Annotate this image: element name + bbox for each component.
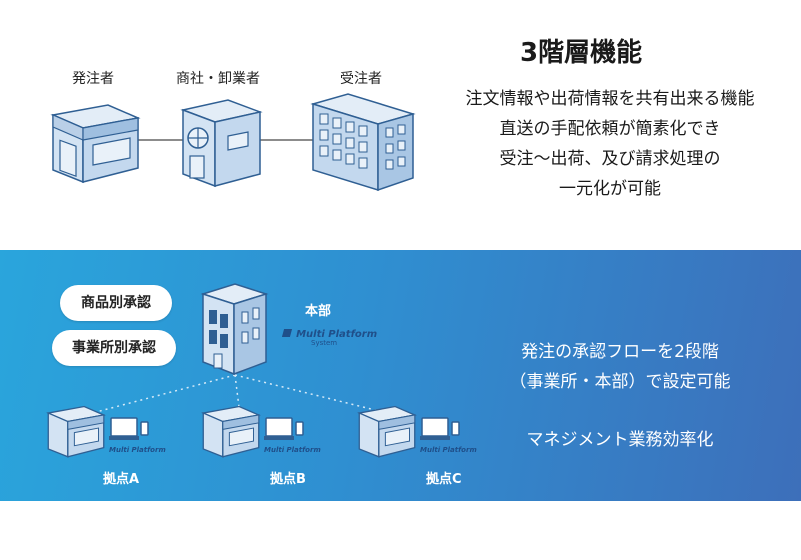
hq-benefit: マネジメント業務効率化 [526,430,714,450]
branch-c: Multi Platform 拠点C [356,402,486,497]
branch-logo-text: Multi Platform [109,446,166,454]
three-tier-desc-line-2: 直送の手配依頼が簡素化でき [499,119,721,139]
hq-building-icon [200,283,269,376]
branch-label-c: 拠点C [426,472,462,487]
hq-desc-line-1: 発注の承認フローを2段階 [521,342,719,362]
hq-logo: Multi Platform System [281,322,378,347]
branch-connector-lines [84,374,396,416]
building-icon [310,93,416,192]
branch-logo-text: Multi Platform [264,446,321,454]
branch-pc-icon [264,417,304,440]
three-tier-title: 3階層機能 [520,38,643,68]
hq-label: 本部 [305,304,332,319]
hq-approval-title: 本部承認機能 [540,525,709,558]
branch-a: Multi Platform 拠点A [45,402,175,497]
branch-pc-icon [109,417,149,440]
branch-shop-icon [201,405,261,458]
hq-desc-line-2: （事業所・本部）で設定可能 [509,372,731,392]
branch-pc-icon [420,417,460,440]
hq-logo-subtext: System [311,339,338,347]
branch-shop-icon [46,405,106,458]
tier-label-orderer: 発注者 [72,71,114,87]
hq-logo-text: Multi Platform [296,329,378,340]
hq-approval-section: 商品別承認 事業所別承認 本部 Multi Platform System 本部… [0,250,801,558]
three-tier-section: 発注者 商社・卸業者 受注者 3階層機能 [0,0,801,250]
logo-mark-icon [281,328,293,337]
tier-label-supplier: 受注者 [340,71,382,87]
branch-b: Multi Platform 拠点B [200,402,330,497]
three-tier-desc-line-4: 一元化が可能 [559,179,661,199]
branch-label-a: 拠点A [103,472,140,487]
three-tier-desc-line-1: 注文情報や出荷情報を共有出来る機能 [465,89,755,109]
three-tier-desc-line-3: 受注〜出荷、及び請求処理の [499,149,721,169]
shop-icon [50,104,141,184]
tier-label-trader: 商社・卸業者 [176,71,260,87]
branch-shop-icon [357,405,417,458]
pill-office-approval: 事業所別承認 [52,330,176,366]
branch-label-b: 拠点B [270,472,306,487]
office-icon [180,99,263,188]
pill-product-approval: 商品別承認 [60,285,172,321]
branch-logo-text: Multi Platform [420,446,477,454]
